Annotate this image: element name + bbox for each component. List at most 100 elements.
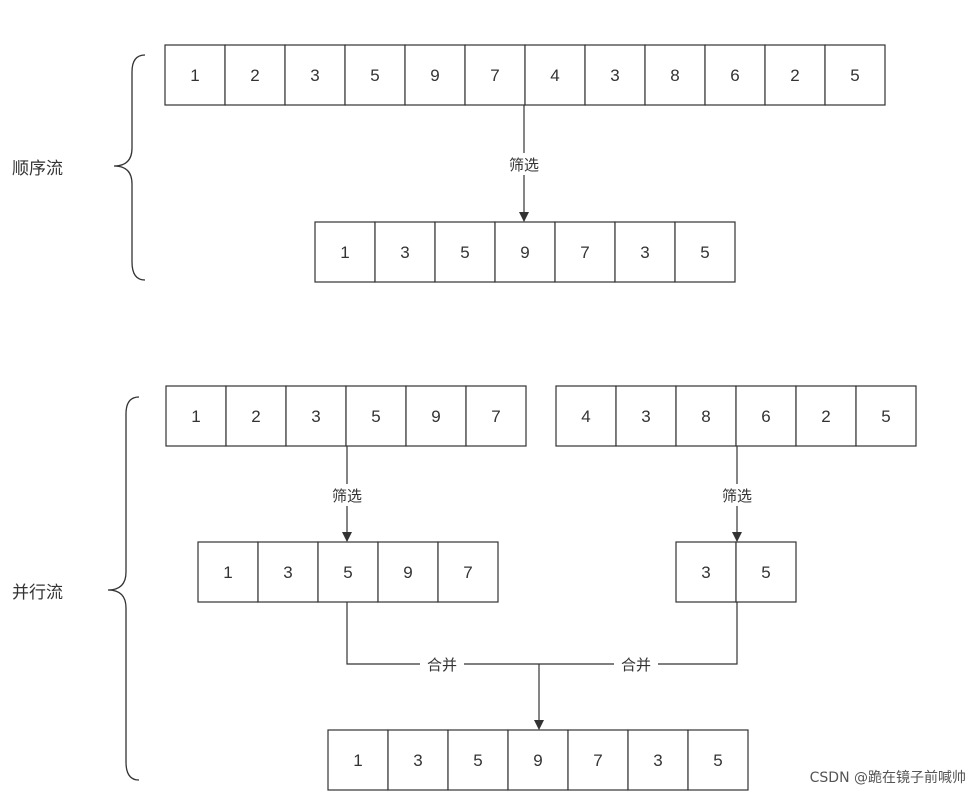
array-cell: 1 (197, 541, 259, 603)
parallel-right-merge-label: 合并 (621, 656, 651, 674)
array-cell: 3 (584, 44, 646, 106)
array-cell-value: 9 (430, 66, 439, 85)
array-cell-box (225, 385, 287, 447)
array-cell-box (164, 44, 226, 106)
parallel-right-merge-connector (539, 602, 738, 665)
parallel-label: 并行流 (12, 583, 63, 603)
array-cell: 5 (344, 44, 406, 106)
array-cell-box (494, 221, 556, 283)
array-cell-value: 2 (821, 407, 830, 426)
array-cell-value: 3 (653, 751, 662, 770)
sequential-brace (113, 54, 146, 281)
array-cell-box (704, 44, 766, 106)
array-cell-value: 9 (533, 751, 542, 770)
array-cell: 2 (225, 385, 287, 447)
array-cell-value: 6 (761, 407, 770, 426)
array-cell-value: 7 (593, 751, 602, 770)
array-cell: 4 (524, 44, 586, 106)
array-cell: 1 (164, 44, 226, 106)
array-cell-value: 3 (701, 563, 710, 582)
array-cell-value: 1 (191, 407, 200, 426)
array-cell-box (584, 44, 646, 106)
array-cell-box (285, 385, 347, 447)
array-cell-box (687, 729, 749, 791)
array-cell-box (674, 221, 736, 283)
array-cell: 6 (735, 385, 797, 447)
sequential-label: 顺序流 (12, 159, 63, 179)
array-cell-value: 7 (580, 243, 589, 262)
array-cell-box (434, 221, 496, 283)
array-cell: 7 (567, 729, 629, 791)
array-cell: 5 (434, 221, 496, 283)
array-cell-box (615, 385, 677, 447)
array-cell: 2 (795, 385, 857, 447)
array-cell-value: 3 (610, 66, 619, 85)
array-cell-value: 5 (850, 66, 859, 85)
array-cell-value: 2 (790, 66, 799, 85)
array-cell-value: 5 (371, 407, 380, 426)
array-cell-box (165, 385, 227, 447)
watermark: CSDN @跪在镜子前喊帅 (810, 769, 966, 786)
array-cell-value: 7 (491, 407, 500, 426)
array-cell: 3 (675, 541, 737, 603)
array-cell-box (374, 221, 436, 283)
array-cell-value: 8 (670, 66, 679, 85)
array-cell-value: 4 (581, 407, 590, 426)
parallel-left-merge-label: 合并 (427, 656, 457, 674)
array-cell-value: 3 (413, 751, 422, 770)
array-cell-box (404, 44, 466, 106)
array-cell-value: 1 (340, 243, 349, 262)
array-cell: 3 (627, 729, 689, 791)
array-cell-value: 3 (310, 66, 319, 85)
array-cell: 8 (644, 44, 706, 106)
array-cell-box (327, 729, 389, 791)
array-cell-box (614, 221, 676, 283)
array-cell: 3 (614, 221, 676, 283)
array-cell-box (387, 729, 449, 791)
array-cell: 1 (165, 385, 227, 447)
array-cell-box (795, 385, 857, 447)
array-cell-box (405, 385, 467, 447)
array-cell: 7 (554, 221, 616, 283)
array-cell: 5 (674, 221, 736, 283)
array-cell-value: 5 (370, 66, 379, 85)
array-cell-value: 3 (400, 243, 409, 262)
array-cell-box (437, 541, 499, 603)
array-cell-value: 7 (463, 563, 472, 582)
parallel-left-filter-label: 筛选 (332, 487, 362, 505)
array-cell-box (855, 385, 917, 447)
array-cell: 3 (387, 729, 449, 791)
array-cell-box (555, 385, 617, 447)
array-cell: 7 (465, 385, 527, 447)
array-cell-box (377, 541, 439, 603)
array-cell: 3 (257, 541, 319, 603)
array-cell-value: 3 (641, 407, 650, 426)
array-cell-value: 4 (550, 66, 559, 85)
array-cell: 2 (224, 44, 286, 106)
array-cell: 3 (374, 221, 436, 283)
array-cell-box (675, 541, 737, 603)
array-cell-box (224, 44, 286, 106)
array-cell-box (464, 44, 526, 106)
array-cell-box (345, 385, 407, 447)
array-cell-value: 9 (403, 563, 412, 582)
array-cell-box (257, 541, 319, 603)
array-cell-box (447, 729, 509, 791)
parallel-right-filter-label: 筛选 (722, 487, 752, 505)
array-cell: 3 (284, 44, 346, 106)
array-cell-value: 6 (730, 66, 739, 85)
array-cell-box (644, 44, 706, 106)
array-cell: 9 (494, 221, 556, 283)
array-cell: 1 (314, 221, 376, 283)
array-cell-box (317, 541, 379, 603)
array-cell: 2 (764, 44, 826, 106)
array-cell: 9 (507, 729, 569, 791)
array-cell-value: 3 (283, 563, 292, 582)
array-cell-value: 5 (460, 243, 469, 262)
